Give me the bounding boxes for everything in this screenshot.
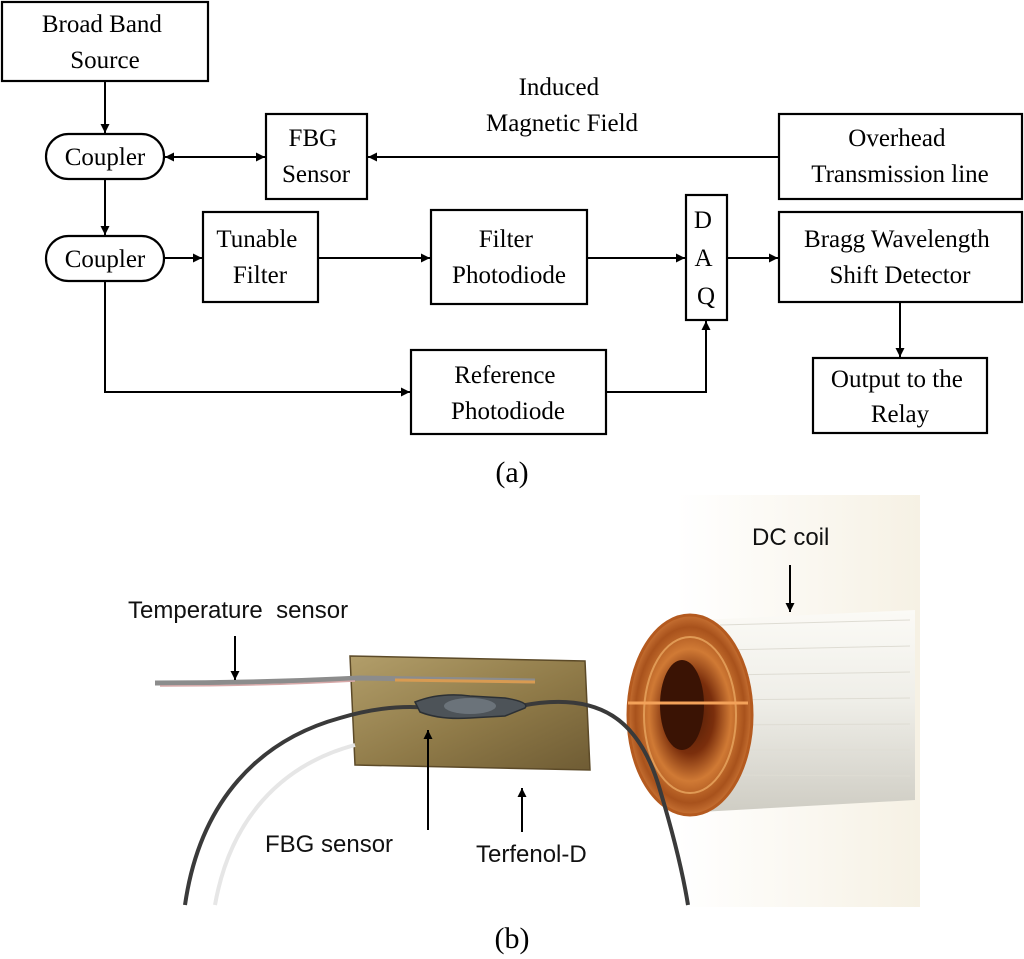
label-fbg-sensor: FBG sensor: [265, 831, 393, 858]
induced-field-label: Induced Magnetic Field: [486, 74, 639, 137]
block-diagram: Broad Band Source Coupler Coupler FBG Se…: [0, 0, 1024, 489]
bragg-detector-block: Bragg Wavelength Shift Detector: [777, 210, 1024, 304]
daq-block: D A Q: [684, 193, 729, 322]
coupler-1-label: Coupler: [65, 144, 146, 171]
filter-photodiode-block: Filter Photodiode: [429, 208, 589, 306]
overhead-line-label: Overhead Transmission line: [811, 125, 989, 188]
temperature-sensor-probe: [394, 678, 536, 684]
filter-photodiode-label: Filter Photodiode: [452, 226, 566, 289]
coil-copper-ring: [643, 636, 737, 794]
coupler-1-block: Coupler: [44, 132, 166, 181]
output-relay-block: Output to the Relay: [811, 356, 989, 435]
fbg-sensor-label: FBG Sensor: [282, 125, 351, 188]
daq-label: D A Q: [694, 207, 718, 310]
connectors: [100, 82, 905, 397]
reference-photodiode-block: Reference Photodiode: [409, 348, 608, 436]
temperature-sensor-wire-red: [159, 680, 356, 687]
fbg-sensor-block: FBG Sensor: [264, 112, 369, 201]
fiber-right-dark: [519, 699, 690, 906]
arrow-refpd-to-daq: [607, 321, 711, 393]
fiber-left-white: [213, 743, 356, 906]
photo-arrows: [230, 565, 795, 832]
temperature-sensor-lead: [154, 675, 536, 686]
arrow-coupler2-to-refpd: [104, 282, 410, 397]
coupler-2-label: Coupler: [65, 246, 146, 273]
coil-body: [700, 610, 915, 812]
bragg-detector-label: Bragg Wavelength Shift Detector: [804, 226, 996, 289]
tunable-filter-block: Tunable Filter: [201, 210, 320, 304]
fiber-left-dark: [183, 705, 431, 906]
coil-core-hole: [660, 660, 704, 750]
broadband-source-block: Broad Band Source: [0, 0, 210, 83]
overhead-line-block: Overhead Transmission line: [777, 112, 1024, 201]
photo-panel: Temperature sensor FBG sensor Terfenol-D…: [110, 495, 920, 955]
caption-b: (b): [495, 922, 530, 955]
dc-coil: [626, 610, 915, 817]
broadband-source-label: Broad Band Source: [42, 11, 168, 74]
label-temperature-sensor: Temperature sensor: [128, 597, 348, 624]
caption-a: (a): [495, 456, 528, 489]
coupler-2-block: Coupler: [44, 234, 166, 283]
tunable-filter-label: Tunable Filter: [216, 226, 303, 289]
fbg-sensor-sleeve-highlight: [444, 698, 496, 714]
label-dc-coil: DC coil: [752, 524, 829, 551]
reference-photodiode-label: Reference Photodiode: [451, 362, 565, 425]
label-terfenol: Terfenol-D: [476, 841, 587, 868]
output-relay-label: Output to the Relay: [831, 366, 969, 428]
